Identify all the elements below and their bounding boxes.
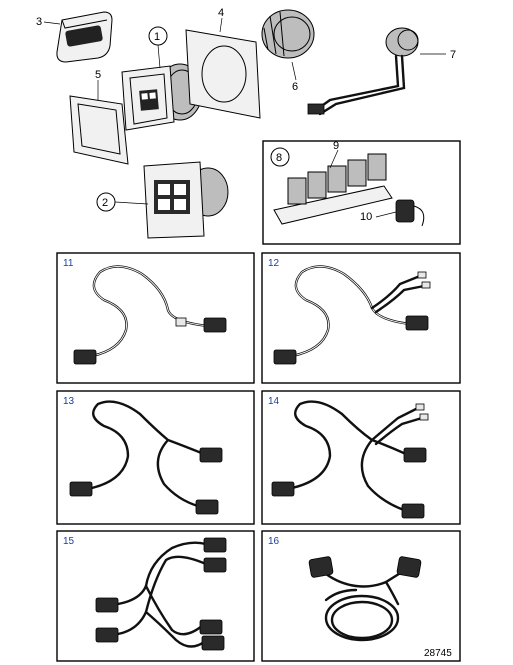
callout-9: 9 <box>333 140 339 152</box>
panel-11-number: 11 <box>63 258 74 269</box>
frame-gasket-part <box>185 29 261 119</box>
callout-4: 4 <box>218 7 224 19</box>
connector-block-part <box>273 153 393 225</box>
panel-12-number: 12 <box>268 258 280 269</box>
callout-2: 2 <box>102 197 108 209</box>
panel-12: 12 <box>261 252 461 384</box>
panel-15-number: 15 <box>63 536 75 547</box>
panel-14-number: 14 <box>268 396 280 407</box>
callout-7: 7 <box>450 49 456 61</box>
callout-1: 1 <box>154 31 160 43</box>
square-gasket-part <box>69 95 129 165</box>
panel-11: 11 <box>56 252 255 384</box>
panel-15: 15 <box>56 530 255 662</box>
callout-8: 8 <box>276 152 282 164</box>
control-panel-part <box>121 63 203 131</box>
panel-16-number: 16 <box>268 536 280 547</box>
buzzer-part <box>307 27 419 116</box>
logo-icon <box>65 25 103 47</box>
panel-14: 14 <box>261 390 461 525</box>
callout-5: 5 <box>95 69 101 81</box>
panel-16: 16 28745 <box>261 530 461 662</box>
plug-part <box>395 199 425 227</box>
switch-panel-part <box>143 161 229 239</box>
callout-3: 3 <box>36 16 42 28</box>
callout-6: 6 <box>292 81 298 93</box>
callout-10: 10 <box>360 211 372 223</box>
logo-cap-part <box>56 11 113 63</box>
nut-part <box>261 9 315 59</box>
panel-13-number: 13 <box>63 396 75 407</box>
detail-box-8 <box>262 140 461 245</box>
reference-number: 28745 <box>424 648 452 659</box>
panel-13: 13 <box>56 390 255 525</box>
